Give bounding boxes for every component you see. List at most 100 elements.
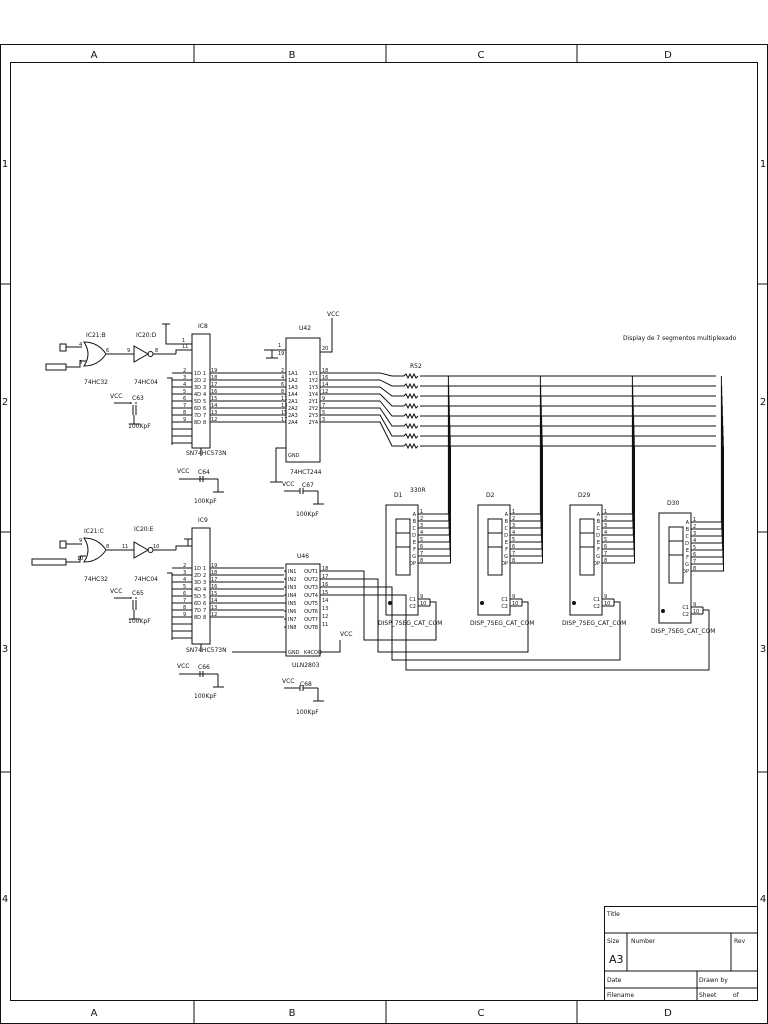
vcc-label: VCC — [177, 468, 189, 475]
pin-number: 18 — [322, 368, 328, 374]
zone-col-label: A — [91, 1008, 98, 1019]
pin-number: 4 — [183, 382, 186, 388]
cap-ref: C65 — [132, 590, 144, 597]
pin-number: 9 — [420, 594, 423, 600]
pin-number: 11 — [281, 396, 287, 402]
pin-number: 5 — [79, 360, 82, 366]
inverter-ic20e — [133, 541, 150, 559]
pin-name: 1 — [203, 371, 206, 377]
pin-number: 8 — [693, 566, 696, 572]
digit-segments — [579, 546, 595, 576]
pin-number: 9 — [183, 417, 186, 423]
segment-name: DP — [501, 561, 508, 567]
pin-number: 18 — [211, 570, 217, 576]
segment-name: C — [597, 526, 601, 532]
pin-name: 2A1 — [288, 399, 298, 405]
pin-number: 3 — [420, 523, 423, 529]
pin-name: IN2 — [288, 577, 296, 583]
pin-name: IN6 — [288, 609, 296, 615]
inverter-ref: IC20:D — [136, 332, 157, 339]
resistor-value: 330R — [410, 487, 426, 494]
resistor-ref: R52 — [410, 363, 422, 370]
pin-name: K4COO — [304, 650, 322, 656]
pin-number: 5 — [512, 537, 515, 543]
pin-number: 1 — [604, 509, 607, 515]
pin-number: 8 — [183, 410, 186, 416]
pin-number: 17 — [211, 577, 217, 583]
pin-number: 5 — [420, 537, 423, 543]
pin-number: 19 — [211, 368, 217, 374]
pin-name: 3 — [203, 580, 206, 586]
pin-name: 1A4 — [288, 392, 298, 398]
capacitor-c64 — [179, 476, 224, 493]
wire — [114, 402, 137, 404]
vcc-label: VCC — [177, 663, 189, 670]
segment-name: C — [413, 526, 417, 532]
cap-ref: C66 — [198, 664, 210, 671]
buffer-type: 74HCT244 — [290, 469, 322, 476]
or-gate-type: 74HC32 — [84, 379, 108, 386]
pin-number: 8 — [512, 558, 515, 564]
segment-name: F — [505, 547, 508, 553]
pin-number: 6 — [183, 591, 186, 597]
pin-name: OUT6 — [304, 609, 318, 615]
cap-ref: C64 — [198, 469, 210, 476]
pin-number: 5 — [183, 584, 186, 590]
segment-name: E — [686, 548, 689, 554]
inverter-ref: IC20:E — [134, 526, 154, 533]
common-name: C2 — [501, 604, 508, 610]
of-label: of — [733, 992, 740, 999]
pin-number: 5 — [183, 389, 186, 395]
common-wire — [320, 570, 437, 641]
segment-name: D — [596, 533, 600, 539]
latch-ref: IC8 — [198, 323, 208, 330]
pin-name: 5D — [194, 594, 201, 600]
digit-segments — [395, 546, 411, 576]
sheet-label: Sheet — [699, 992, 717, 999]
or-gate-type: 74HC32 — [84, 576, 108, 583]
pin-name: OUT2 — [304, 577, 318, 583]
pin-number: 16 — [322, 375, 328, 381]
common-wire — [320, 594, 710, 671]
driver-type: ULN2803 — [292, 662, 320, 669]
pin-number: 11 — [122, 544, 128, 550]
number-label: Number — [631, 938, 656, 945]
wire — [264, 349, 286, 359]
pin-number: 14 — [322, 382, 328, 388]
latch-body — [191, 527, 211, 645]
common-name: C1 — [409, 597, 416, 603]
latch-ic8 — [167, 333, 242, 456]
buffer-inputs — [242, 372, 286, 423]
pin-name: 4 — [203, 587, 206, 593]
segment-name: DP — [409, 561, 416, 567]
wire — [200, 644, 286, 653]
pin-number: 8 — [183, 605, 186, 611]
net-port — [31, 558, 67, 566]
segment-name: B — [597, 519, 601, 525]
segment-drop — [510, 376, 541, 515]
decimal-point — [480, 601, 484, 605]
latch-output-pins — [210, 567, 284, 618]
pin-number: 9 — [79, 538, 82, 544]
latch-input-pins — [172, 372, 192, 444]
zone-row-label: 4 — [2, 894, 8, 905]
pin-number: 1 — [693, 517, 696, 523]
vcc-label: VCC — [282, 481, 294, 488]
driver-body — [285, 563, 321, 657]
pin-number: 17 — [322, 574, 328, 580]
pin-name: 7 — [203, 413, 206, 419]
pin-number: 11 — [322, 622, 328, 628]
pin-number: 12 — [211, 612, 217, 618]
pin-name: IN5 — [288, 601, 296, 607]
pin-number: 2 — [420, 516, 423, 522]
pin-number: 6 — [183, 396, 186, 402]
pin-number: 6 — [106, 348, 109, 354]
pin-number: 19 — [278, 351, 284, 357]
decimal-point — [572, 601, 576, 605]
pin-number: 8 — [604, 558, 607, 564]
segment-name: A — [597, 512, 601, 518]
